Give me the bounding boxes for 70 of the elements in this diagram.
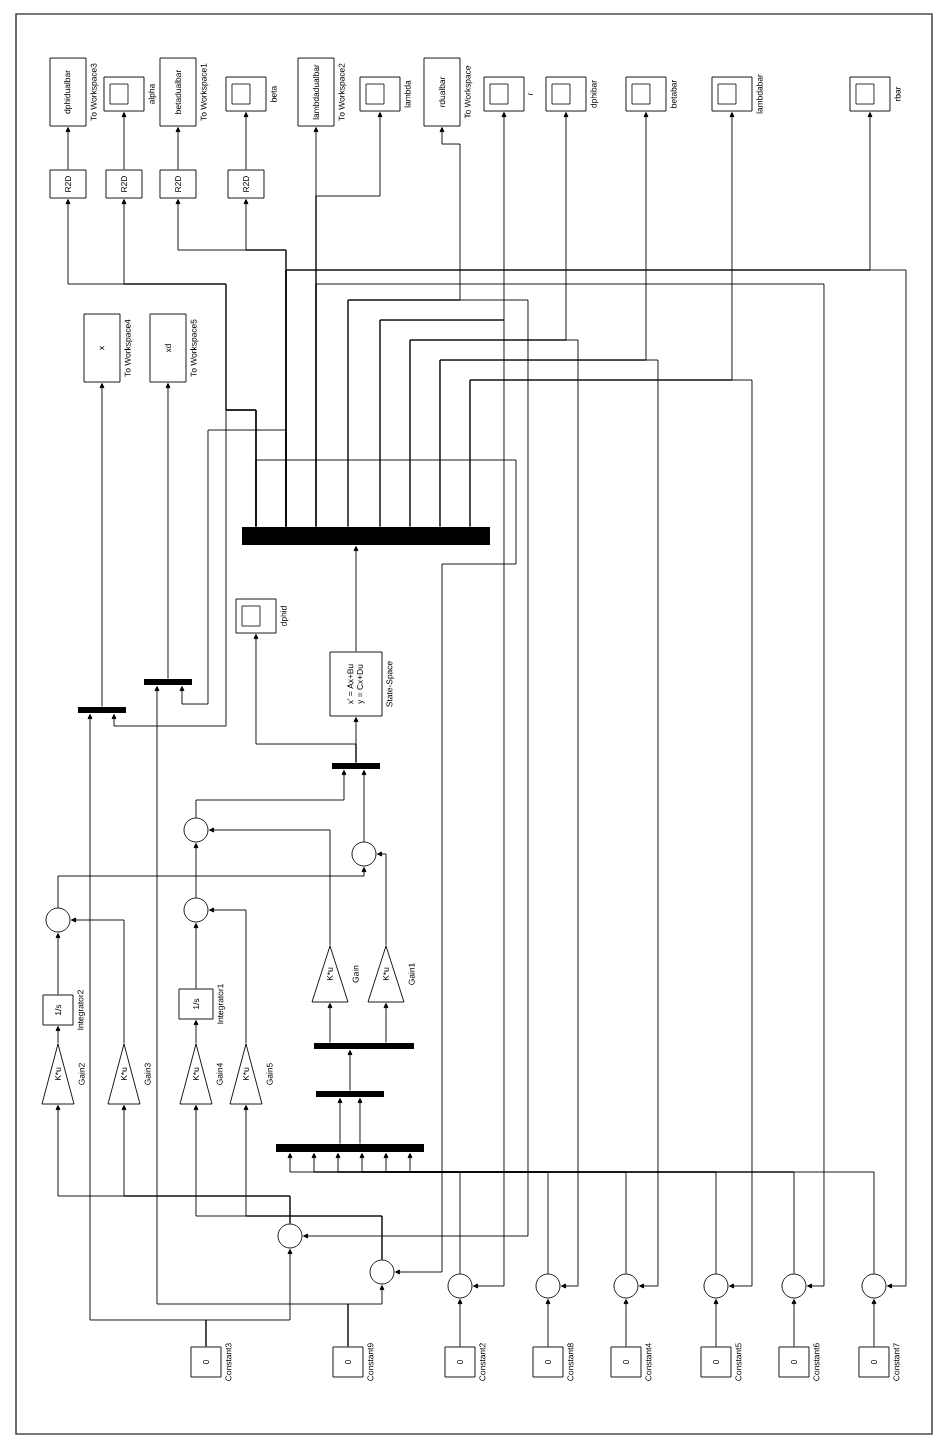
signal-arrow — [154, 686, 349, 1347]
signal-arrow — [315, 283, 825, 1289]
mux-bar — [144, 679, 192, 685]
signal-arrow — [71, 917, 125, 1044]
signal-arrow — [179, 429, 287, 705]
signal-arrow — [545, 1299, 551, 1347]
signal-arrow — [337, 1098, 343, 1144]
signal-arrow — [457, 1299, 463, 1347]
signal-arrow — [311, 1153, 549, 1274]
signal-arrow — [871, 1299, 877, 1347]
signal-arrow — [359, 1153, 717, 1274]
signal-arrow — [193, 923, 199, 989]
signal-arrow — [327, 1003, 333, 1043]
signal-arrow — [121, 1105, 291, 1224]
sum-circle — [183, 817, 209, 843]
signal-arrow — [791, 1299, 797, 1347]
signal-arrow — [377, 851, 387, 946]
mux-bar — [314, 1043, 414, 1049]
signal-arrow — [195, 770, 347, 818]
signal-arrow — [383, 1003, 389, 1043]
sum-circle — [861, 1273, 887, 1299]
signal-arrow — [255, 459, 517, 1275]
signal-arrow — [55, 1026, 61, 1044]
signal-arrow — [243, 1105, 383, 1260]
mux-bar — [242, 527, 490, 545]
signal-arrow — [243, 112, 249, 171]
signal-arrow — [407, 1153, 875, 1274]
signal-arrow — [357, 1098, 363, 1144]
mux-bar — [78, 707, 126, 713]
mux-bar — [276, 1144, 424, 1152]
sum-circle — [781, 1273, 807, 1299]
sum-circle — [45, 907, 71, 933]
signal-arrow — [111, 409, 257, 727]
signal-arrow — [335, 1153, 627, 1274]
signal-arrow — [623, 1299, 629, 1347]
signal-arrow — [383, 1153, 795, 1274]
signal-arrow — [209, 827, 331, 946]
sum-circle — [183, 897, 209, 923]
signal-arrow — [469, 379, 753, 1289]
sum-circle — [613, 1273, 639, 1299]
signal-arrow — [287, 1153, 461, 1274]
signal-arrow — [353, 546, 359, 652]
signal-arrow — [361, 770, 367, 842]
signal-arrow — [65, 127, 71, 171]
signal-arrow — [303, 299, 529, 1239]
signal-arrow — [193, 1020, 199, 1044]
signal-arrow — [87, 714, 207, 1347]
signal-arrow — [175, 127, 181, 171]
sum-circle — [535, 1273, 561, 1299]
signal-arrow — [439, 359, 659, 1289]
signal-arrow — [99, 383, 105, 708]
signal-arrow — [121, 112, 127, 171]
mux-bar — [316, 1091, 384, 1097]
signal-arrow — [209, 907, 247, 1044]
signal-arrow — [193, 843, 199, 898]
signal-arrow — [713, 1299, 719, 1347]
signal-arrow — [55, 933, 61, 995]
sum-circle — [351, 841, 377, 867]
signal-arrow — [347, 1050, 353, 1091]
signal-arrow — [165, 383, 171, 679]
signal-arrow — [285, 269, 907, 1289]
signal-arrow — [253, 634, 357, 763]
sum-circle — [369, 1259, 395, 1285]
sum-circle — [703, 1273, 729, 1299]
signal-arrow — [57, 867, 367, 908]
mux-bar — [332, 763, 380, 769]
signal-arrow — [409, 339, 579, 1289]
sum-circle — [277, 1223, 303, 1249]
sum-circle — [447, 1273, 473, 1299]
signal-arrow — [379, 319, 505, 1289]
